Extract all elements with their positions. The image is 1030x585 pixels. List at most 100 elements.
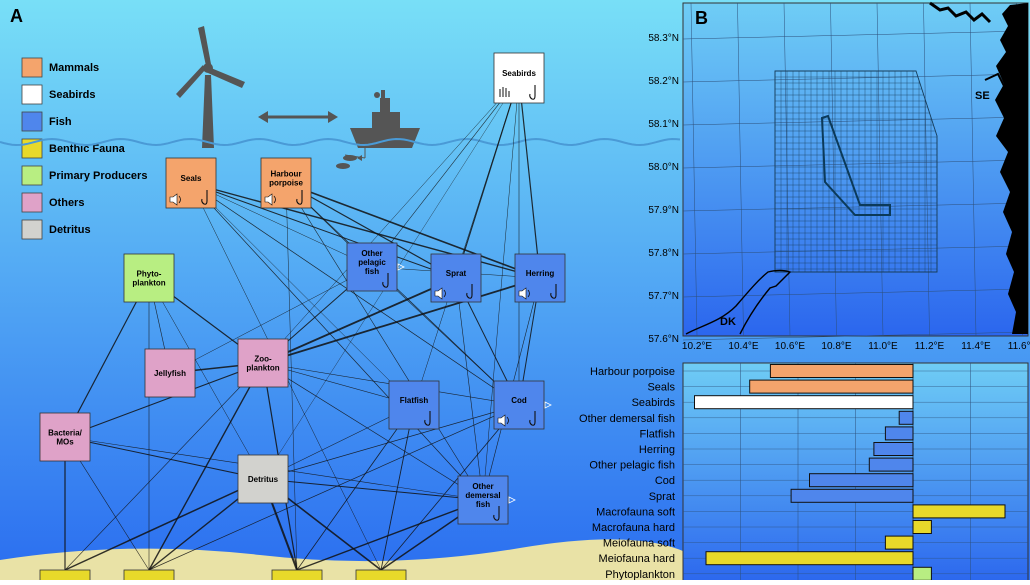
map-label-dk: DK <box>720 316 736 328</box>
trophic-link <box>371 77 520 268</box>
fishing-boat-icon <box>344 90 420 159</box>
fishing-hook-icon <box>529 85 536 100</box>
node-label: Sprat <box>446 269 467 278</box>
node-label: Other <box>472 482 493 491</box>
legend-item: Detritus <box>21 219 91 240</box>
trophic-link <box>64 478 264 571</box>
node-label: Cod <box>511 396 527 405</box>
legend-label: Mammals <box>49 62 99 74</box>
map-tick-labels: 58.3°N58.2°N58.1°N58.0°N57.9°N57.8°N57.7… <box>648 33 1030 352</box>
bar-category-label: Other pelagic fish <box>589 460 675 472</box>
node-label: Harbour <box>270 170 301 179</box>
map-lon-tick: 11.0°E <box>868 341 898 352</box>
node-herring: Herring <box>514 253 566 303</box>
sweden-coastline-north <box>929 1 992 24</box>
node-label: demersal <box>465 491 500 500</box>
denmark-coastline <box>685 269 792 335</box>
fishing-hook-icon <box>529 411 536 426</box>
node-box <box>144 348 196 398</box>
map-meridian <box>969 2 977 337</box>
node-box <box>237 338 289 388</box>
water-surface-line <box>0 137 681 147</box>
trophic-link <box>380 404 520 571</box>
node-label: Seals <box>181 174 202 183</box>
map-lon-tick: 10.8°E <box>821 341 851 352</box>
node-benthic <box>123 569 175 585</box>
panel-letter-b: B <box>695 8 708 28</box>
node-label: Herring <box>526 269 555 278</box>
noise-icon-wave <box>443 289 446 298</box>
trophic-link <box>296 404 415 571</box>
node-label: plankton <box>132 279 165 288</box>
bar-category-label: Phytoplankton <box>605 569 675 580</box>
trophic-link <box>262 404 520 480</box>
noise-icon <box>169 193 178 206</box>
trophic-link <box>482 77 520 501</box>
node-box <box>493 52 545 104</box>
trophic-link <box>413 77 520 406</box>
bar-category-label: Other demersal fish <box>579 413 675 425</box>
map-meridian <box>876 2 884 337</box>
map-lat-tick: 58.1°N <box>648 119 679 130</box>
noise-icon <box>497 414 506 427</box>
trophic-link <box>169 266 373 374</box>
map-lat-tick: 57.7°N <box>648 291 679 302</box>
bar-category-label: Flatfish <box>640 428 675 440</box>
trophic-link <box>285 182 520 406</box>
trophic-link <box>262 478 484 501</box>
map-parallel <box>682 245 1029 255</box>
map-lon-tick: 11.4°E <box>961 341 991 352</box>
node-box <box>346 242 398 292</box>
bar <box>705 551 914 566</box>
map-label-se: SE <box>975 90 990 102</box>
trophic-link <box>64 362 264 571</box>
map-parallel <box>682 73 1029 83</box>
node-label: Jellyfish <box>154 369 186 378</box>
legend-item: Seabirds <box>21 84 95 105</box>
node-box <box>388 380 440 430</box>
trophic-link <box>262 277 541 364</box>
trophic-link <box>285 182 541 279</box>
trophic-link <box>148 362 264 571</box>
node-label: Flatfish <box>400 396 429 405</box>
trophic-link <box>518 77 541 279</box>
bar-category-label: Meiofauna hard <box>599 553 675 565</box>
node-label: MOs <box>56 438 74 447</box>
node-label: Zoo- <box>254 355 272 364</box>
map-parallel <box>682 202 1029 212</box>
trophic-link <box>262 277 457 364</box>
node-box <box>39 412 91 462</box>
trophic-link <box>262 77 520 364</box>
noise-icon-wave <box>506 416 509 425</box>
node-seabirds: Seabirds <box>493 52 545 104</box>
node-jellyfish: Jellyfish <box>144 348 196 398</box>
map-lon-tick: 10.2°E <box>682 341 712 352</box>
panel-letter-a: A <box>10 6 23 26</box>
bar-category-label: Sprat <box>649 491 675 503</box>
legend-swatch <box>21 165 43 186</box>
fishing-hook-icon <box>466 284 473 299</box>
map-meridian <box>737 2 744 337</box>
bar <box>884 535 914 550</box>
bar-category-label: Macrofauna soft <box>596 506 675 518</box>
noise-icon <box>264 193 273 206</box>
bar-category-label: Seals <box>647 382 675 394</box>
node-phytoplankton: Phyto-plankton <box>123 253 175 303</box>
map-lat-tick: 58.0°N <box>648 162 679 173</box>
trophic-link <box>285 182 298 571</box>
bar <box>873 442 914 456</box>
node-detritus: Detritus <box>237 454 289 504</box>
trophic-link <box>296 499 484 571</box>
fishing-hook-icon <box>493 506 500 521</box>
bar-category-label: Cod <box>655 475 675 487</box>
node-label: Seabirds <box>502 69 536 78</box>
legend-item: Others <box>21 192 84 213</box>
map-parallel <box>682 288 1029 298</box>
node-flatfish: Flatfish <box>388 380 440 430</box>
bar <box>749 379 914 394</box>
